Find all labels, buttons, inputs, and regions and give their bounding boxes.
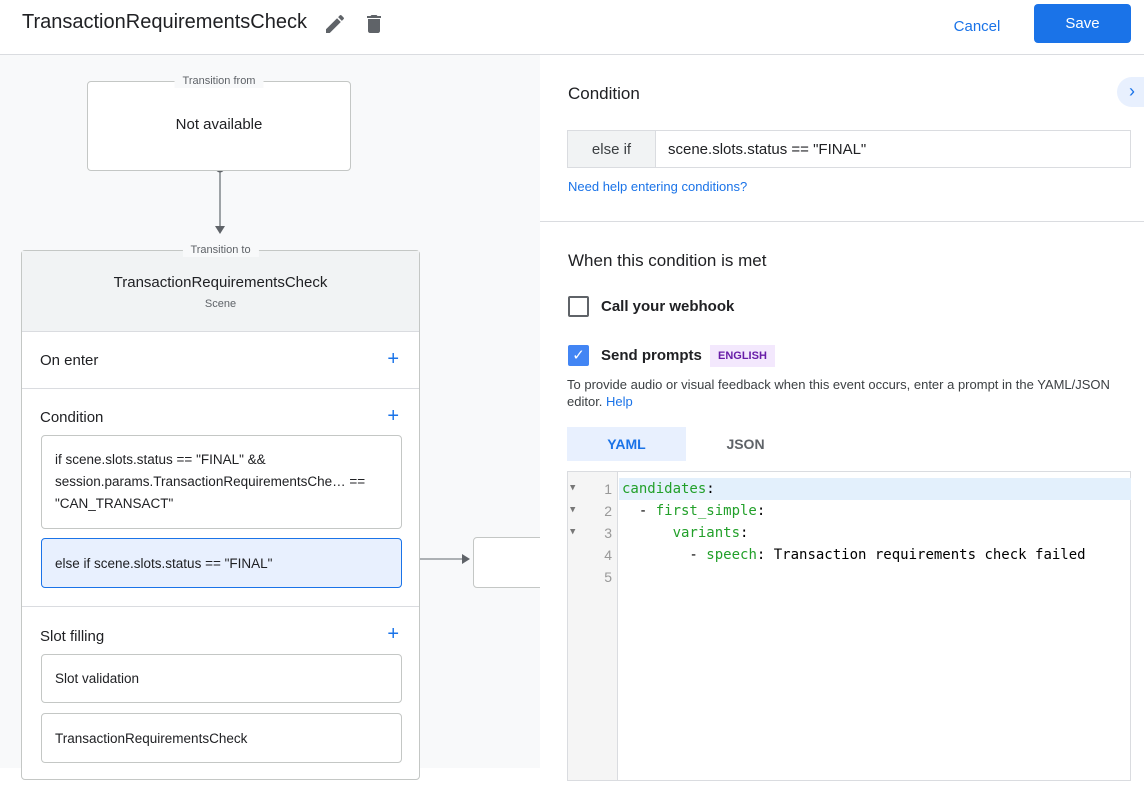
scene-type: Scene bbox=[204, 298, 237, 310]
trash-icon[interactable] bbox=[362, 12, 386, 36]
help-conditions-link[interactable]: Need help entering conditions? bbox=[568, 179, 748, 194]
code-line: - speech: Transaction requirements check… bbox=[622, 547, 1086, 563]
condition-item[interactable]: if scene.slots.status == "FINAL" && sess… bbox=[41, 435, 402, 529]
arrow-head bbox=[462, 554, 470, 564]
check-icon: ✓ bbox=[572, 347, 585, 364]
page-title: TransactionRequirementsCheck bbox=[22, 11, 307, 33]
section-condition: Condition + if scene.slots.status == "FI… bbox=[22, 389, 419, 607]
condition-item-selected[interactable]: else if scene.slots.status == "FINAL" bbox=[41, 538, 402, 588]
prompts-label: Send prompts bbox=[601, 347, 702, 364]
section-slot-filling: Slot filling + Slot validation Transacti… bbox=[22, 607, 419, 787]
condition-field: else if scene.slots.status == "FINAL" bbox=[567, 130, 1131, 168]
condition-title: Condition bbox=[568, 84, 640, 103]
add-icon[interactable]: + bbox=[387, 405, 399, 427]
help-link[interactable]: Help bbox=[606, 394, 633, 409]
editor-gutter: 1 ▼ 2 ▼ 3 ▼ 4 5 bbox=[568, 472, 618, 780]
section-on-enter[interactable]: On enter + bbox=[22, 333, 419, 389]
prompts-checkbox[interactable]: ✓ bbox=[568, 345, 589, 366]
arrow-head bbox=[215, 226, 225, 234]
line-number: 2 bbox=[604, 503, 612, 519]
section-label: On enter bbox=[40, 352, 99, 369]
slot-item[interactable]: TransactionRequirementsCheck bbox=[41, 713, 402, 763]
divider bbox=[540, 221, 1144, 222]
yaml-key: speech bbox=[706, 547, 757, 563]
top-bar: TransactionRequirementsCheck Cancel Save bbox=[0, 0, 1144, 55]
section-label: Slot filling bbox=[40, 628, 105, 645]
slot-item[interactable]: Slot validation bbox=[41, 654, 402, 703]
code-editor[interactable]: 1 ▼ 2 ▼ 3 ▼ 4 5 candidates: - first_simple: var… bbox=[567, 471, 1131, 781]
fold-arrow-icon[interactable]: ▼ bbox=[570, 505, 576, 515]
code-line: - first_simple: bbox=[622, 503, 766, 519]
scene-card: TransactionRequirementsCheck Scene Trans… bbox=[21, 244, 420, 780]
add-icon[interactable]: + bbox=[387, 348, 399, 370]
transition-to-legend: Transition to bbox=[182, 244, 259, 257]
yaml-key: variants bbox=[672, 525, 741, 541]
webhook-checkbox[interactable] bbox=[568, 296, 589, 317]
description-text: To provide audio or visual feedback when… bbox=[567, 377, 1110, 409]
section-label: Condition bbox=[40, 409, 104, 426]
tab-json[interactable]: JSON bbox=[726, 436, 765, 452]
met-title: When this condition is met bbox=[568, 251, 767, 270]
chevron-right-icon[interactable]: › bbox=[1117, 77, 1144, 107]
condition-panel: › Condition else if scene.slots.status =… bbox=[540, 55, 1144, 781]
scene-header: TransactionRequirementsCheck Scene bbox=[22, 251, 419, 332]
line-number: 3 bbox=[604, 525, 612, 541]
yaml-value: Transaction requirements check failed bbox=[773, 547, 1086, 563]
webhook-label: Call your webhook bbox=[601, 298, 735, 315]
code-line bbox=[619, 566, 1131, 588]
tab-yaml[interactable]: YAML bbox=[567, 427, 686, 461]
transition-from-value: Not available bbox=[175, 116, 263, 133]
language-badge: ENGLISH bbox=[710, 345, 775, 367]
line-number: 1 bbox=[604, 481, 612, 497]
line-number: 5 bbox=[604, 569, 612, 585]
add-icon[interactable]: + bbox=[387, 623, 399, 645]
condition-prefix: else if bbox=[568, 131, 656, 167]
line-number: 4 bbox=[604, 547, 612, 563]
yaml-key: first_simple bbox=[655, 503, 757, 519]
prompt-description: To provide audio or visual feedback when… bbox=[567, 376, 1137, 410]
transition-from-legend: Transition from bbox=[174, 75, 264, 88]
transition-from-box[interactable]: Transition from Not available bbox=[87, 75, 351, 171]
pencil-icon[interactable] bbox=[323, 12, 347, 36]
fold-arrow-icon[interactable]: ▼ bbox=[570, 483, 576, 493]
cancel-button[interactable]: Cancel bbox=[940, 8, 1014, 44]
yaml-key: candidates bbox=[622, 481, 707, 497]
code-line: candidates: bbox=[619, 478, 1131, 500]
scene-name: TransactionRequirementsCheck bbox=[113, 274, 328, 291]
condition-input[interactable]: scene.slots.status == "FINAL" bbox=[668, 140, 867, 158]
code-line: variants: bbox=[672, 525, 749, 541]
fold-arrow-icon[interactable]: ▼ bbox=[570, 527, 576, 537]
save-button[interactable]: Save bbox=[1034, 4, 1131, 43]
